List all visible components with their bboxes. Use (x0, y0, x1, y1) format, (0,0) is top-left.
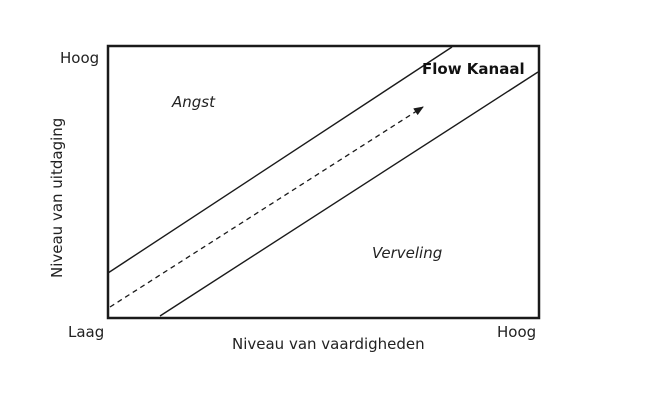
region-label-flow-channel: Flow Kanaal (422, 60, 525, 78)
x-axis-title: Niveau van vaardigheden (232, 335, 425, 353)
y-axis-high-label: Hoog (60, 49, 100, 67)
x-axis-high-label: Hoog (497, 323, 537, 341)
progression-arrow (109, 106, 424, 308)
axis-low-label: Laag (68, 323, 105, 341)
y-axis-title: Niveau van uitdaging (48, 117, 66, 278)
plot-frame (106, 44, 541, 320)
region-label-verveling: Verveling (372, 244, 443, 262)
region-label-angst: Angst (172, 93, 215, 111)
channel-upper-boundary (107, 46, 453, 274)
channel-lower-boundary (159, 71, 539, 317)
